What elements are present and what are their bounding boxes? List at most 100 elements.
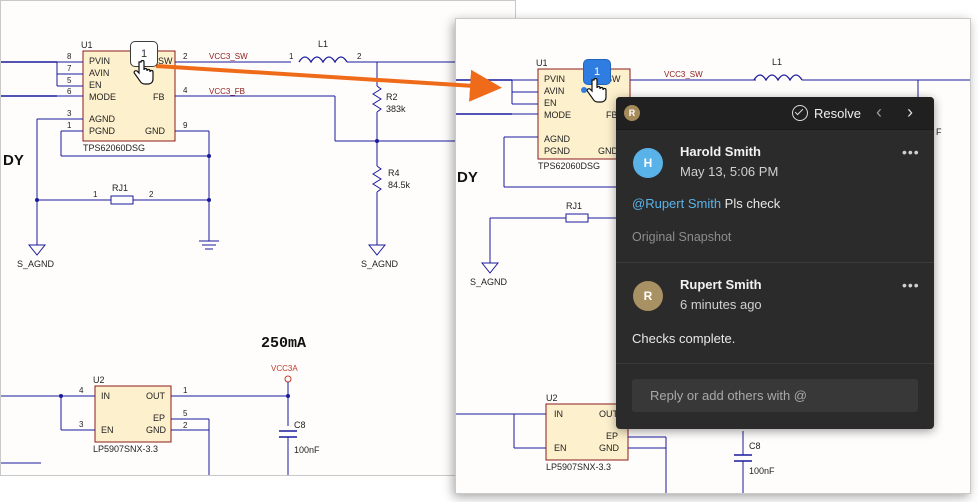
u2-pin-in: IN [101,391,110,401]
ground-symbol-left [27,244,47,256]
u2-pin-num-1: 1 [183,386,188,395]
schematic-left-panel: U1 PVIN AVIN EN MODE AGND PGND SW FB GND… [0,0,516,476]
comment-timestamp: May 13, 5:06 PM [680,164,779,179]
u1-pin-mode: MODE [89,92,116,102]
resolve-button[interactable]: Resolve [792,103,861,123]
rj1-resistor[interactable] [110,195,134,205]
rj1-pin1: 1 [93,190,98,199]
u1-pin-pvin: PVIN [89,56,110,66]
comment-body: @Rupert Smith Pls check [632,196,780,211]
hand-cursor-icon [133,60,154,85]
comment-panel-header: R Resolve ‹ › [616,97,934,130]
rj1-ref: RJ1 [112,183,128,193]
more-options-icon[interactable]: ••• [902,277,920,293]
chevron-right-icon[interactable]: › [907,102,913,122]
schematic-left-canvas[interactable]: U1 PVIN AVIN EN MODE AGND PGND SW FB GND… [1,1,515,475]
r-ground-label: S_AGND [470,277,508,287]
r-u1-pin-sw: SW [606,74,621,84]
l1-inductor[interactable] [298,56,348,64]
r-u1-pin-agnd: AGND [544,134,571,144]
r-u1-pin-fb: FB [606,110,618,120]
r-u2-part: LP5907SNX-3.3 [546,462,611,472]
more-options-icon[interactable]: ••• [902,144,920,160]
l1-pin1: 1 [289,52,294,61]
r-net-vcc3-sw: VCC3_SW [664,70,703,79]
comment-author: Rupert Smith [680,277,762,292]
u1-pin-gnd: GND [145,126,166,136]
r4-ref: R4 [388,168,400,178]
comment-marker-right-count: 1 [593,66,601,78]
u1-pin-num-1: 1 [67,121,72,130]
heading-dy: DY [3,152,24,169]
l1-pin2: 2 [357,52,362,61]
r-u1-ref: U1 [536,58,548,68]
original-snapshot-link[interactable]: Original Snapshot [632,230,732,244]
r2-value: 383k [386,104,406,114]
chevron-left-icon[interactable]: ‹ [876,102,882,122]
u2-ref: U2 [93,375,105,385]
u1-pin-num-8: 8 [67,52,72,61]
u2-body[interactable] [94,385,172,443]
u1-pin-fb: FB [153,92,165,102]
hand-cursor-icon-right [586,78,607,103]
comment-item: H Harold Smith May 13, 5:06 PM ••• @Rupe… [616,130,934,263]
comment-text: Pls check [721,196,781,211]
r-c8-value: 100nF [749,466,775,476]
r-l1-ref: L1 [772,57,782,67]
u1-pin-num-3: 3 [67,109,72,118]
r-u2-pin-in: IN [554,409,563,419]
r-u2-ref: U2 [546,393,558,403]
r-u1-pin-avin: AVIN [544,86,564,96]
r-u2-pin-ep: EP [606,431,618,441]
u2-pin-num-2a: 2 [183,421,188,430]
r2-ref: R2 [386,92,398,102]
u2-pin-num-5: 5 [183,409,188,418]
ground-label-left: S_AGND [17,259,55,269]
u1-pin-num-2: 2 [183,52,188,61]
r4-value: 84.5k [388,180,411,190]
resolve-label: Resolve [814,105,861,121]
u1-pin-pgnd: PGND [89,126,116,136]
comment-panel: R Resolve ‹ › H Harold Smith May 13, 5:0… [616,97,934,429]
comment-marker-left-count: 1 [140,48,148,60]
user-mention[interactable]: @Rupert Smith [632,196,722,211]
u1-pin-num-5: 5 [67,76,72,85]
r-u1-pin-en: EN [544,98,557,108]
comment-body: Checks complete. [632,331,736,346]
r2-resistor[interactable] [372,85,382,113]
r-u2-body[interactable] [545,403,629,461]
r-u2-pin-out: OUT [599,409,619,419]
u1-pin-num-9: 9 [183,121,188,130]
r-partial-label: F [936,127,942,137]
c8-value: 100nF [294,445,320,455]
u1-pin-num-7: 7 [67,64,72,73]
r-rj1-resistor[interactable] [565,213,589,223]
u1-pin-en: EN [89,80,102,90]
current-label: 250mA [261,335,306,352]
comment-timestamp: 6 minutes ago [680,297,762,312]
r-ground-symbol [480,262,500,274]
r-u1-pin-pvin: PVIN [544,74,565,84]
r-u1-part: TPS62060DSG [538,161,600,171]
vcc3a-label: VCC3A [271,364,298,373]
u1-part: TPS62060DSG [83,143,145,153]
u2-pin-gnd: GND [146,425,167,435]
rj1-pin2: 2 [149,190,154,199]
l1-ref: L1 [318,39,328,49]
u1-pin-sw: SW [158,56,173,66]
comment-author: Harold Smith [680,144,761,159]
net-vcc3-sw: VCC3_SW [209,52,248,61]
reply-input[interactable]: Reply or add others with @ [632,379,918,412]
r-heading-dy: DY [457,169,478,186]
ground-label-right: S_AGND [361,259,399,269]
r-u1-pin-pgnd: PGND [544,146,571,156]
r-u1-pin-gnd: GND [598,146,619,156]
u2-pin-en: EN [101,425,114,435]
comment-item: R Rupert Smith 6 minutes ago ••• Checks … [616,263,934,364]
u1-pin-agnd: AGND [89,114,116,124]
u1-ref: U1 [81,40,93,50]
r4-resistor[interactable] [372,165,382,193]
u2-part: LP5907SNX-3.3 [93,444,158,454]
r-l1-inductor[interactable] [753,74,803,82]
u1-pin-num-6: 6 [67,87,72,96]
